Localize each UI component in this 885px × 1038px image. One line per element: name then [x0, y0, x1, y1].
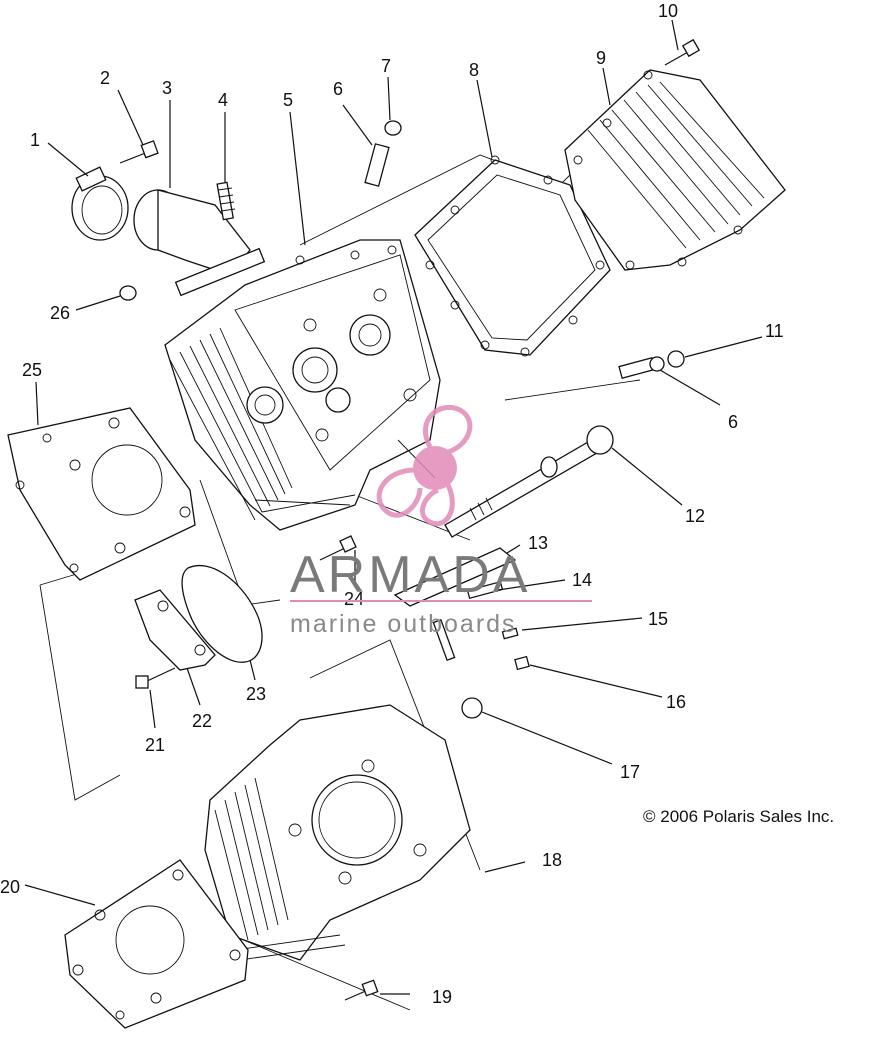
callout-15: 15 — [648, 609, 668, 629]
screw-part — [119, 140, 159, 164]
callout-25: 25 — [22, 360, 42, 380]
watermark-tagline: marine outboards — [290, 610, 517, 638]
rocker-part — [393, 439, 517, 661]
plug-part — [119, 285, 137, 301]
intake-boot-part — [133, 189, 266, 297]
callout-23: 23 — [246, 684, 266, 704]
propeller-logo-icon — [376, 404, 473, 527]
callout-8: 8 — [469, 60, 479, 80]
callout-19: 19 — [432, 987, 452, 1007]
callout-17: 17 — [620, 762, 640, 782]
keeper-part — [501, 627, 530, 671]
copyright-text: © 2006 Polaris Sales Inc. — [643, 807, 834, 826]
callout-24: 24 — [344, 589, 364, 609]
callout-22: 22 — [192, 711, 212, 731]
base-gasket-part — [64, 859, 249, 1029]
head-bolt-part — [444, 425, 614, 538]
callout-20: 20 — [0, 877, 20, 897]
callout-21: 21 — [145, 735, 165, 755]
small-bolt-part — [319, 535, 357, 561]
callout-14: 14 — [572, 570, 592, 590]
valve-cover-gasket-part — [414, 155, 611, 357]
cover-bolt-part — [664, 38, 701, 66]
callout-6: 6 — [333, 79, 343, 99]
watermark: ARMADA marine outboards — [290, 404, 592, 638]
callout-6b: 6 — [728, 412, 738, 432]
dowel-pin-part — [364, 120, 402, 187]
callout-12: 12 — [685, 506, 705, 526]
head-gasket-part — [7, 407, 196, 581]
stud-part — [216, 181, 236, 221]
cylinder-bolt-part — [344, 979, 379, 1001]
callout-4: 4 — [218, 90, 228, 110]
callout-7: 7 — [381, 56, 391, 76]
dowel-nut-part — [618, 350, 685, 379]
callout-11: 11 — [765, 321, 784, 341]
callout-9: 9 — [596, 48, 606, 68]
callout-labels: 1 2 3 4 5 6 7 8 9 10 11 6 12 13 14 15 16… — [0, 1, 784, 1007]
valve-cover-part — [564, 69, 786, 271]
callout-1: 1 — [30, 130, 40, 150]
callout-2: 2 — [100, 68, 110, 88]
tensioner-part — [134, 564, 263, 689]
callout-3: 3 — [162, 78, 172, 98]
cylinder-head-part — [164, 239, 441, 531]
callout-26: 26 — [50, 303, 70, 323]
callout-5: 5 — [283, 90, 293, 110]
watermark-brand: ARMADA — [290, 546, 530, 604]
cylinder-part — [204, 704, 471, 961]
callout-10: 10 — [658, 1, 678, 21]
clamp-part — [71, 166, 129, 241]
leader-lines — [24, 19, 763, 995]
cylinder-dowel-part — [461, 697, 483, 719]
callout-16: 16 — [666, 692, 686, 712]
callout-13: 13 — [528, 533, 548, 553]
callout-18: 18 — [542, 850, 562, 870]
